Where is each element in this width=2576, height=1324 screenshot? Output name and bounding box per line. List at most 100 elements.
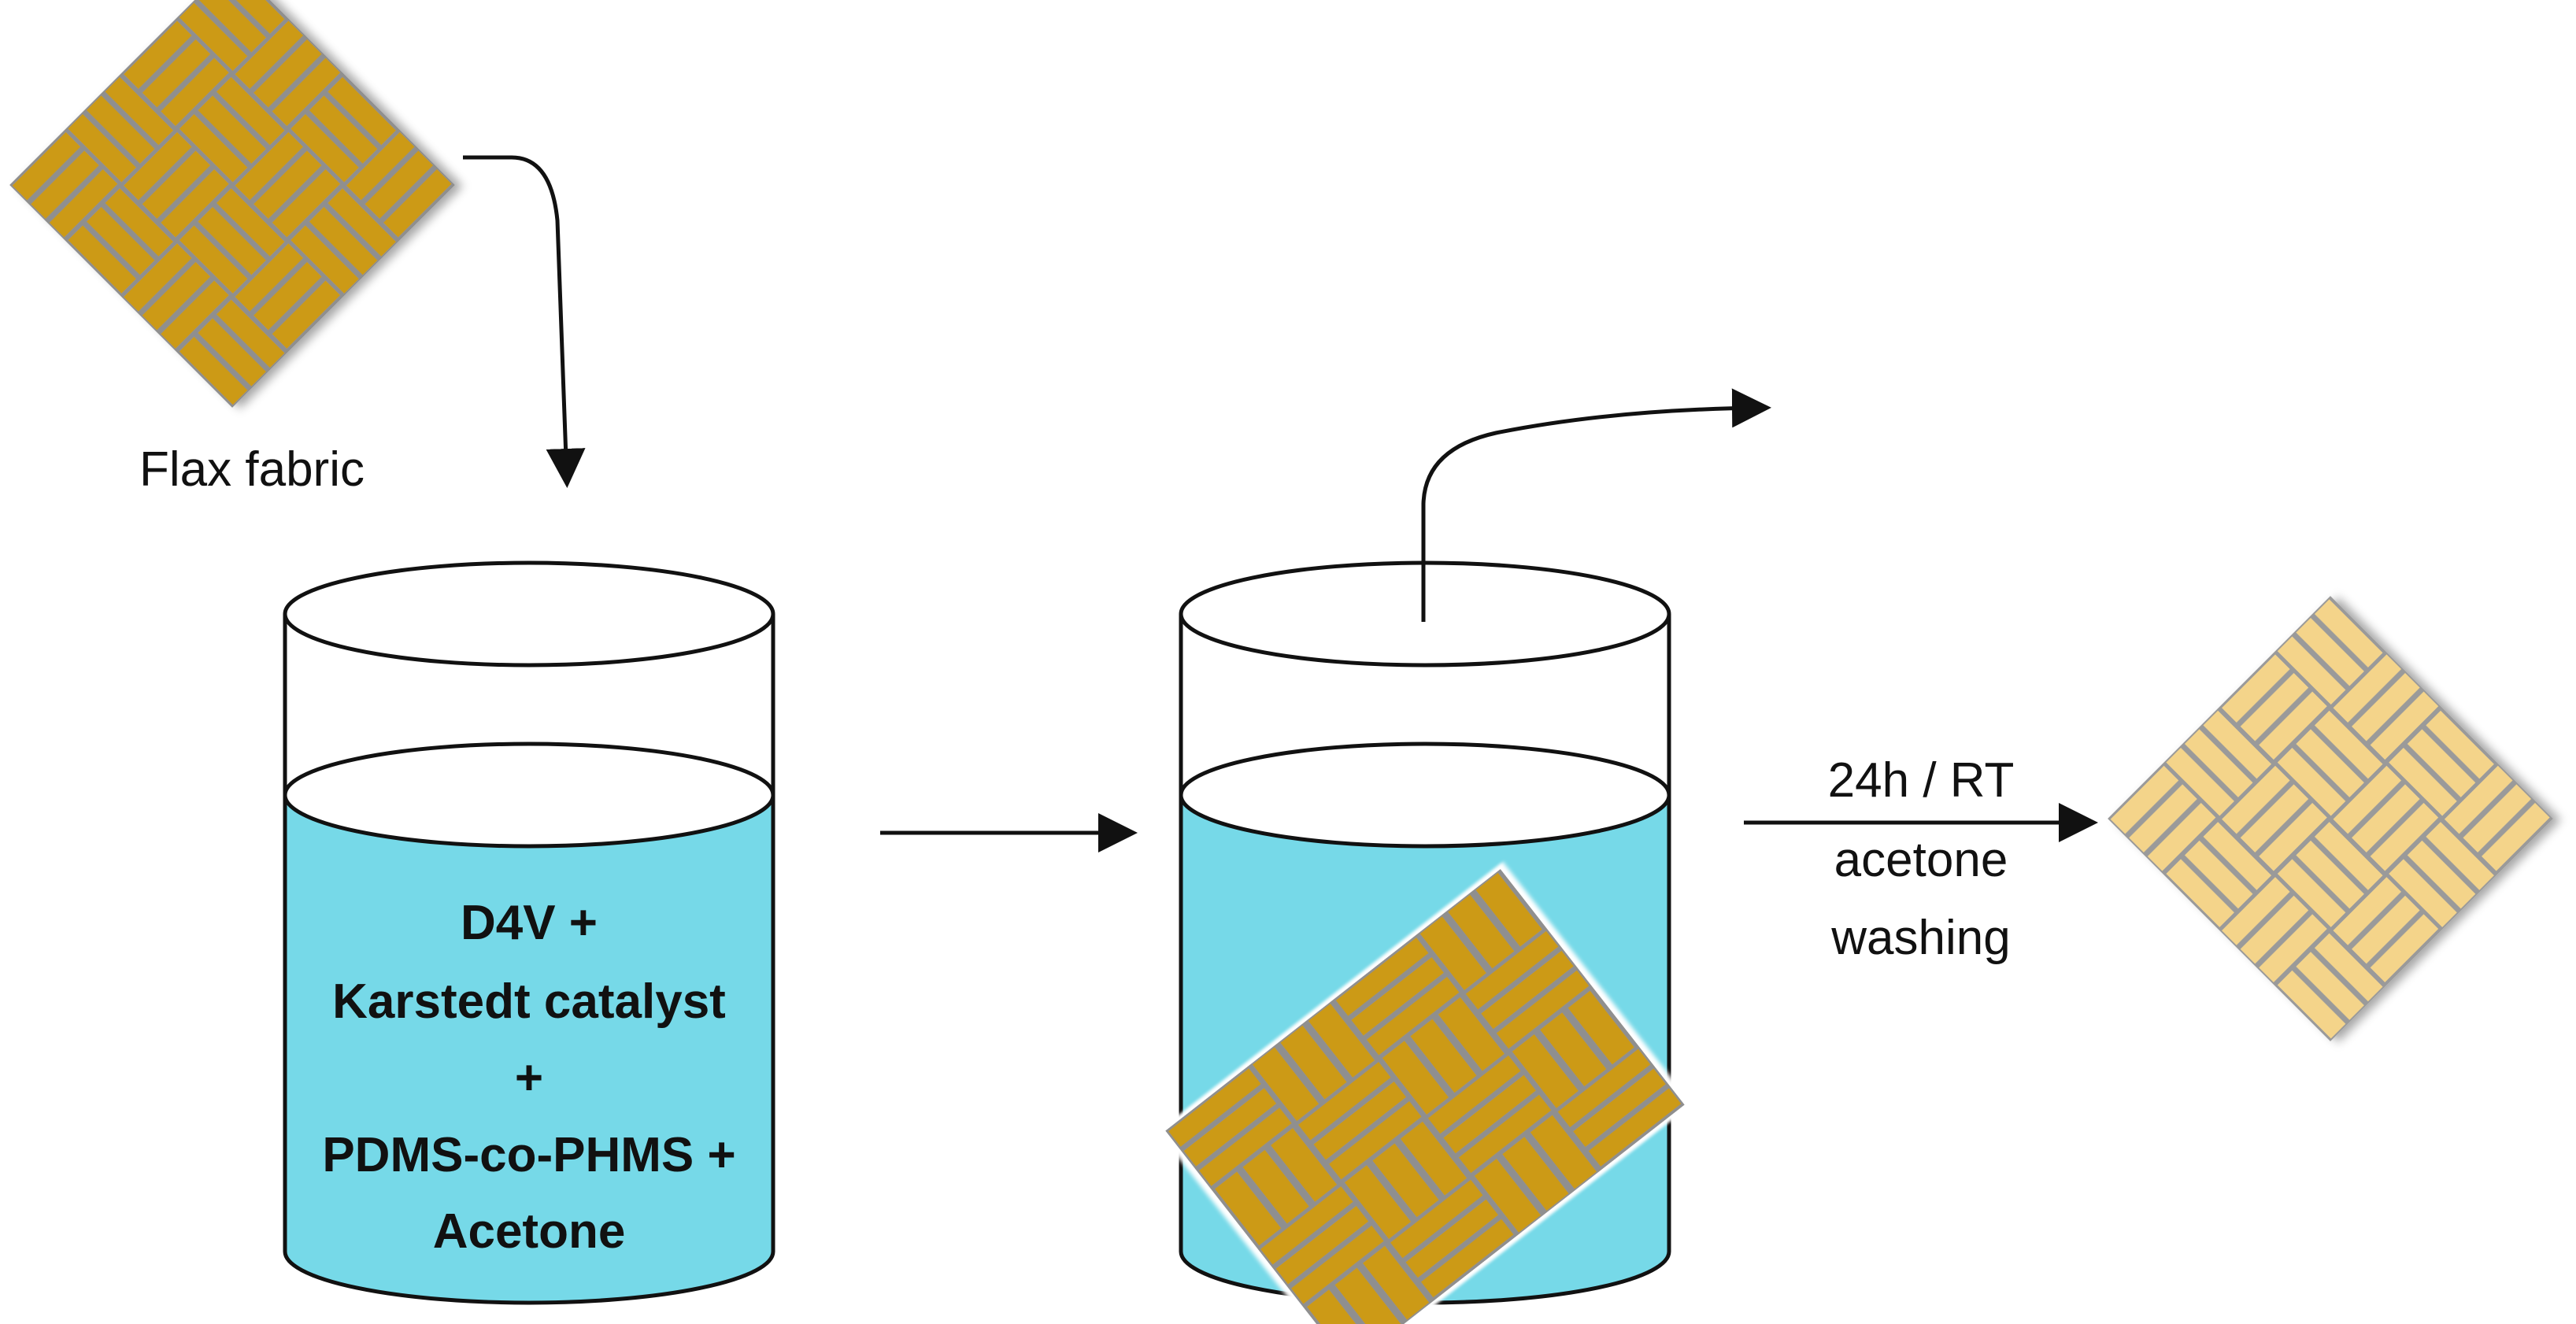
fabric-strip [383,168,452,238]
fabric-strip [105,76,174,146]
fabric-strip [2184,729,2253,797]
fabric-strip [1253,1047,1319,1122]
fabric-strip [291,225,359,294]
condition-washing: washing [1830,911,2010,965]
fabric-strip [2314,599,2383,668]
fabric-strip [2426,822,2494,890]
fabric-strip [1588,1088,1682,1167]
fabric-strip [142,150,211,219]
fabric-strip [1502,1137,1569,1211]
fabric-strip [2277,970,2346,1039]
fabric-strip [1512,1034,1579,1108]
fabric-strip [1329,1100,1422,1180]
beaker1-rim [283,560,775,668]
fabric-strip [309,206,378,276]
fabric-strip [2407,840,2476,909]
fabric-strip [49,168,118,238]
fabric-strip [216,0,285,34]
fabric-strip [2259,802,2327,871]
fabric-strip [309,95,378,164]
fabric-strip [1400,1121,1468,1196]
fabric-strip [2240,895,2309,964]
beaker1-liquid-surface [283,742,775,849]
fabric-strip [254,150,322,219]
fabric-strip [328,188,396,257]
fabric-strip [1344,1165,1412,1239]
fabric-strip [1242,1149,1309,1224]
fabric-strip [2352,672,2420,742]
fabric-strip [2463,784,2532,852]
fabric-strip [2203,710,2272,779]
fabric-strip [1280,1025,1347,1100]
fabric-strip [1199,1108,1292,1186]
fabric-strip [216,188,285,257]
fabric-strip [1168,1068,1261,1147]
fabric-strip [179,225,248,294]
fabric-strip [179,336,248,405]
fabric-strip [2222,654,2290,723]
arrow-out-of-beaker [1421,388,1771,622]
fabric-strip [1405,1199,1499,1278]
solution-line-2: Karstedt catalyst [332,975,726,1029]
fabric-strip [2370,914,2439,982]
fabric-strip [1260,1186,1353,1265]
fabric-strip [2166,859,2234,927]
beaker2-liquid-surface [1179,742,1671,849]
fabric-strip [2426,710,2494,779]
fabric-strip [2240,672,2309,742]
fabric-strip [2314,710,2383,779]
fabric-strip [1291,1225,1384,1304]
fabric-strip [1410,1019,1477,1093]
fabric-strip [216,76,285,146]
fabric-strip [2296,952,2364,1020]
fabric-strip [1530,1115,1597,1189]
fabric-strip [124,20,192,89]
fabric-strip [1372,1143,1439,1218]
fabric-strip [2407,729,2476,797]
fabric-strip [254,261,322,331]
fabric-strip [1458,1094,1552,1174]
fabric-strip [2166,747,2234,816]
fabric-strip [1496,970,1590,1049]
fabric-strip [1183,1088,1277,1167]
fabric-strip [68,113,136,183]
fabric-strip [2370,691,2439,760]
fabric-strip [2314,933,2383,1002]
fabric-strip [12,131,81,201]
fabric-strip [1382,1041,1449,1115]
fabric-strip [142,39,211,108]
fabric-strip [272,57,341,127]
flax-fabric-label: Flax fabric [139,442,365,497]
fabric-strip [31,150,99,219]
fabric-strip [1335,938,1429,1016]
fabric-strip [2389,747,2457,816]
fabric-strip [1443,1074,1536,1154]
fabric-strip [235,20,304,89]
fabric-strip [1481,950,1574,1030]
fabric-strip [68,225,136,294]
immersed-flax-fabric [1165,869,1685,1324]
condition-time-temp: 24h / RT [1828,753,2015,808]
fabric-strip [235,243,304,312]
fabric-strip [1334,1267,1401,1324]
fabric-strip [1271,1128,1338,1202]
fabric-strip [161,280,229,349]
raw-flax-fabric [9,0,455,408]
fabric-strip [198,95,266,164]
fabric-strip [1475,872,1542,947]
fabric-strip [2389,859,2457,927]
fabric-strip [328,76,396,146]
fabric-strip [1366,976,1460,1056]
fabric-strip [86,206,155,276]
fabric-strip [2333,654,2402,723]
fabric-strip [2314,822,2383,890]
fabric-strip [2277,747,2346,816]
fabric-strip [1298,1062,1391,1141]
fabric-strip [161,168,229,238]
solution-line-3: + [515,1051,543,1105]
fabric-strip [2203,822,2272,890]
fabric-strip [1419,916,1486,991]
fabric-strip [198,0,266,53]
fabric-strip [198,206,266,276]
